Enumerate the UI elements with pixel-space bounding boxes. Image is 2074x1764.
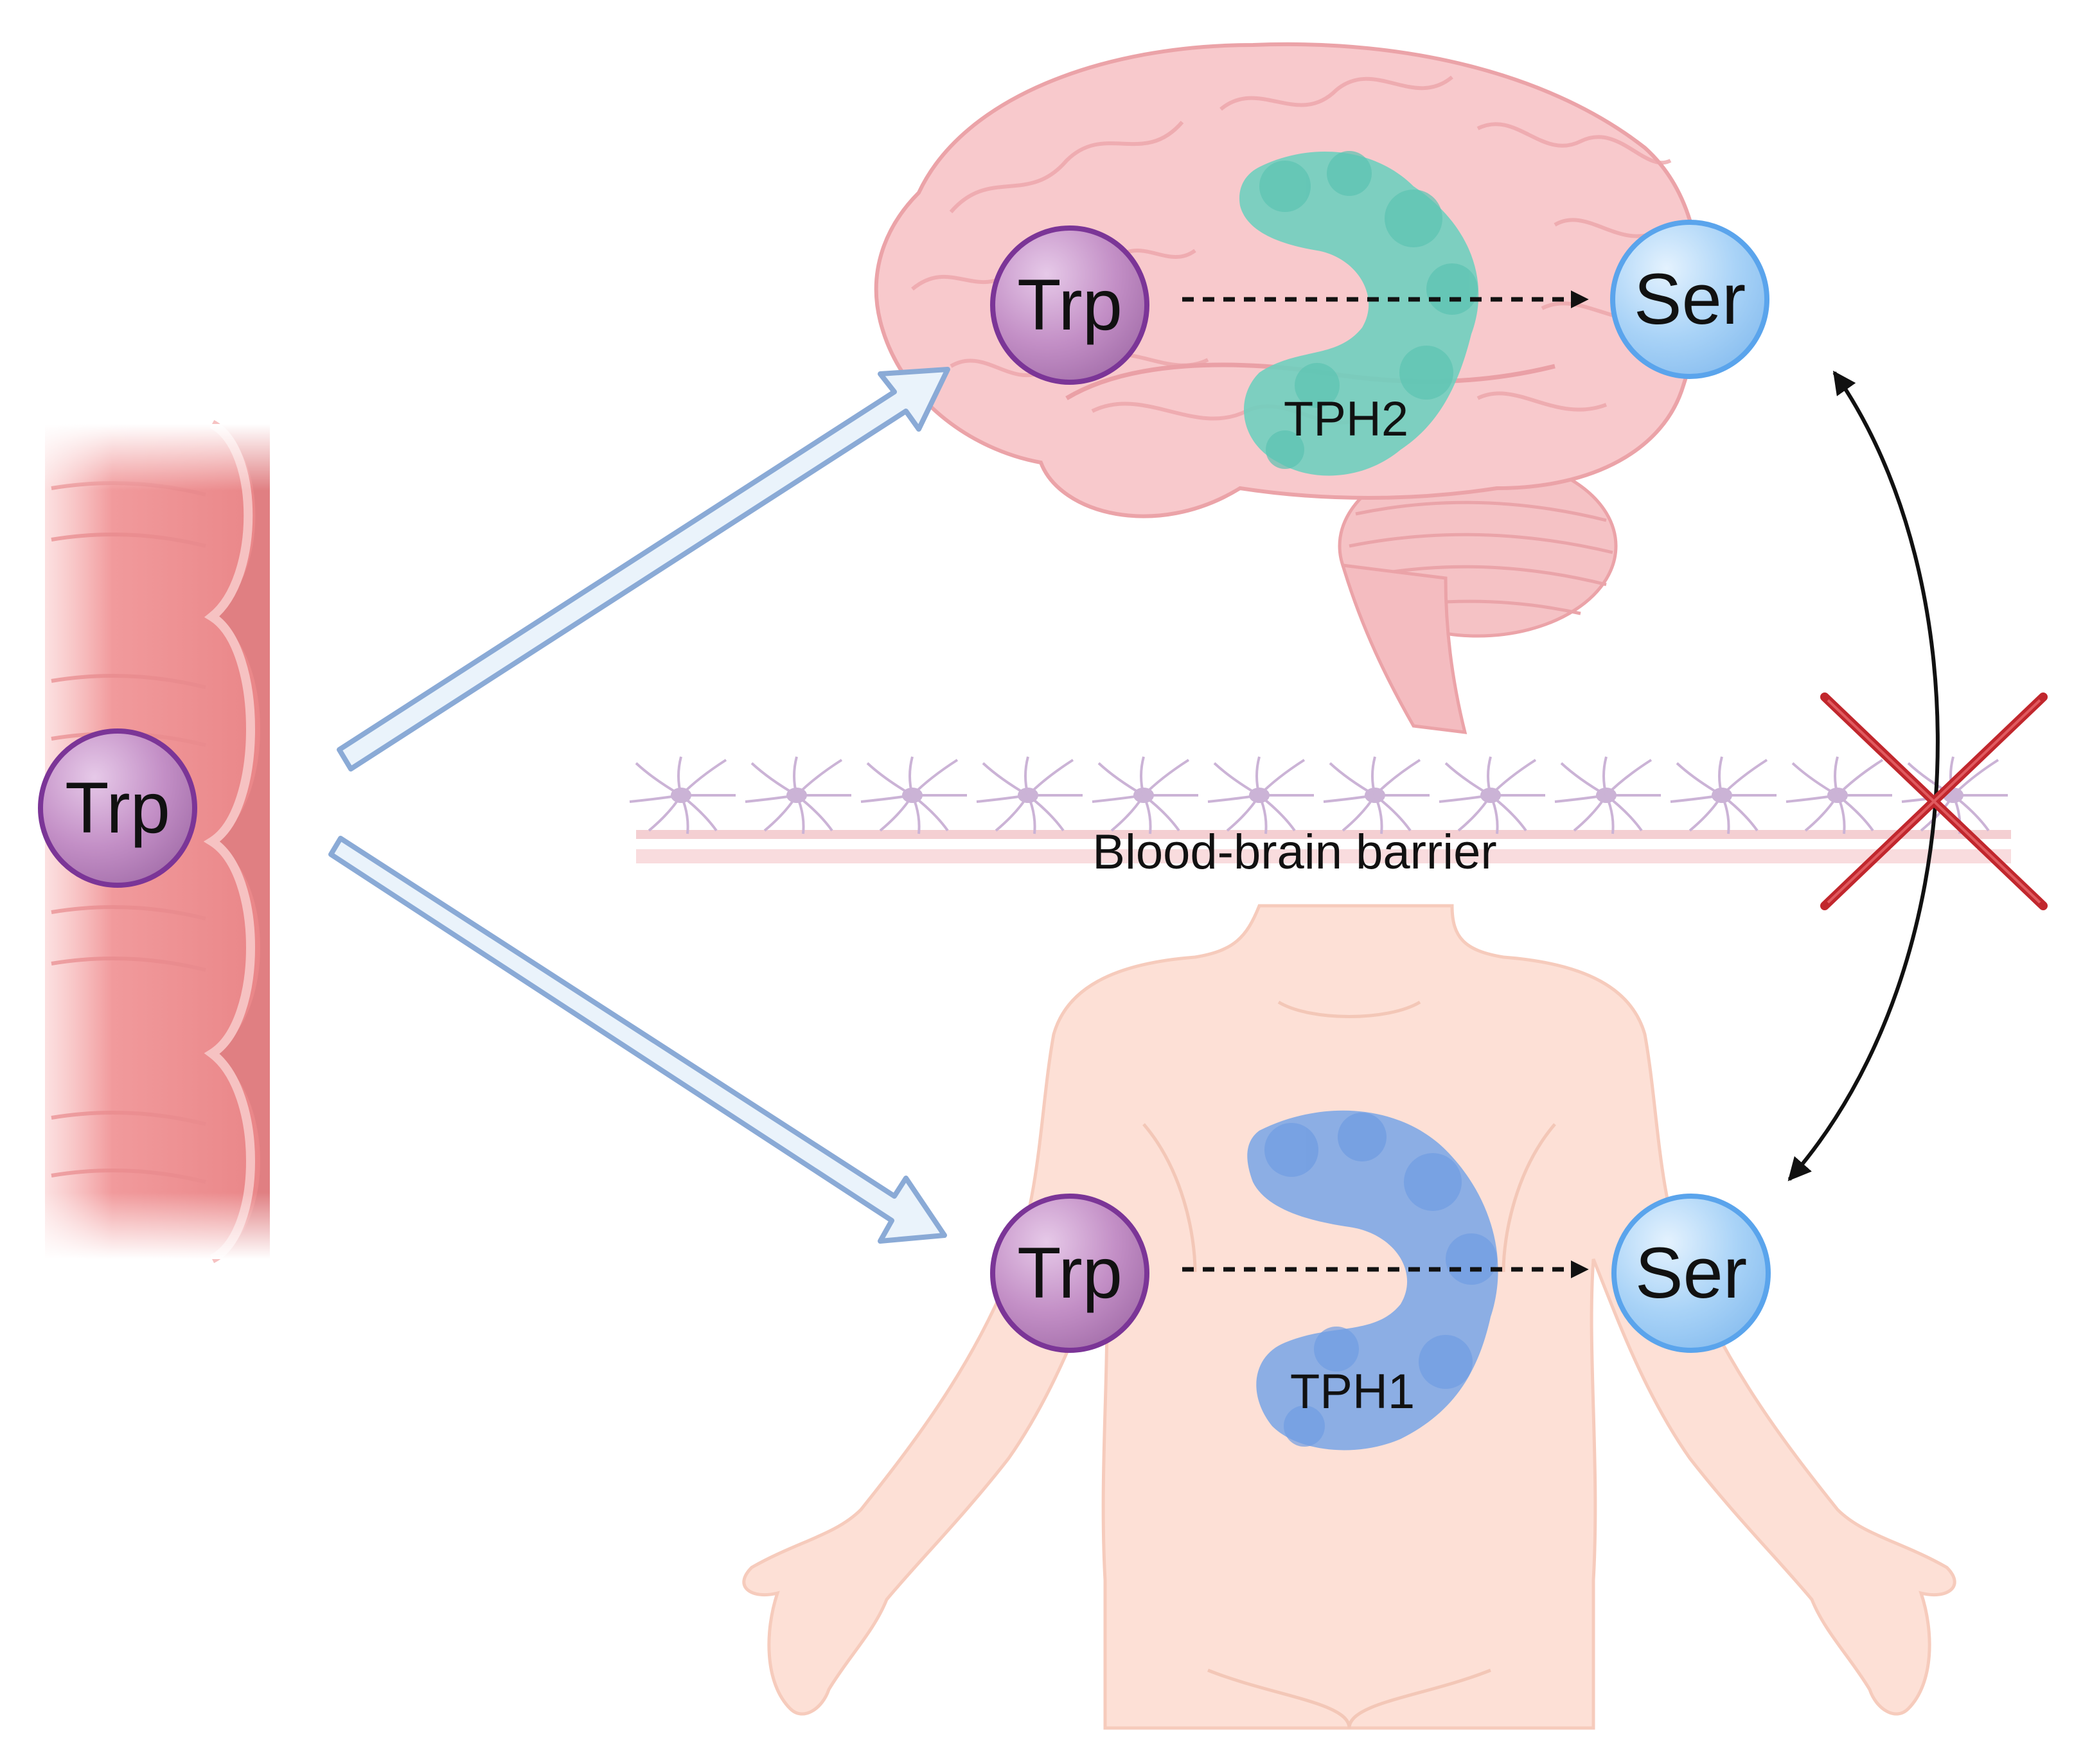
serotonin-exchange-arrow (1787, 371, 1940, 1181)
trp-label: Trp (1017, 265, 1122, 345)
ser-node-brain: Ser (1610, 220, 1769, 379)
tph1-label: TPH1 (1290, 1364, 1415, 1419)
tph2-label: TPH2 (1284, 392, 1408, 446)
astrocyte-cell (860, 756, 967, 834)
ser-label: Ser (1634, 259, 1746, 339)
astrocyte-cell (1439, 756, 1545, 834)
astrocyte-cell (1323, 756, 1430, 834)
human-body-illustration (742, 904, 1956, 1730)
astrocyte-cell (745, 756, 851, 834)
blocked-cross-icon (1820, 692, 2048, 910)
astrocyte-cell (1786, 756, 1892, 834)
trp-node-brain: Trp (990, 225, 1149, 385)
astrocyte-cell (1092, 756, 1198, 834)
astrocyte-cell (976, 756, 1083, 834)
ser-label: Ser (1635, 1233, 1747, 1313)
astrocyte-cell (1670, 756, 1777, 834)
brain-illustration (874, 42, 1701, 734)
trp-label: Trp (1017, 1233, 1122, 1313)
ser-node-body: Ser (1611, 1194, 1771, 1353)
astrocyte-cell (1554, 756, 1661, 834)
blood-brain-barrier-label: Blood-brain barrier (1092, 825, 1496, 879)
trp-node-intestine: Trp (38, 728, 197, 888)
astrocyte-cell (629, 756, 736, 834)
trp-node-body: Trp (990, 1194, 1149, 1353)
arrow-to-brain (337, 367, 950, 772)
arrow-to-body (328, 836, 947, 1244)
trp-label: Trp (65, 768, 170, 848)
astrocyte-cell (1207, 756, 1314, 834)
